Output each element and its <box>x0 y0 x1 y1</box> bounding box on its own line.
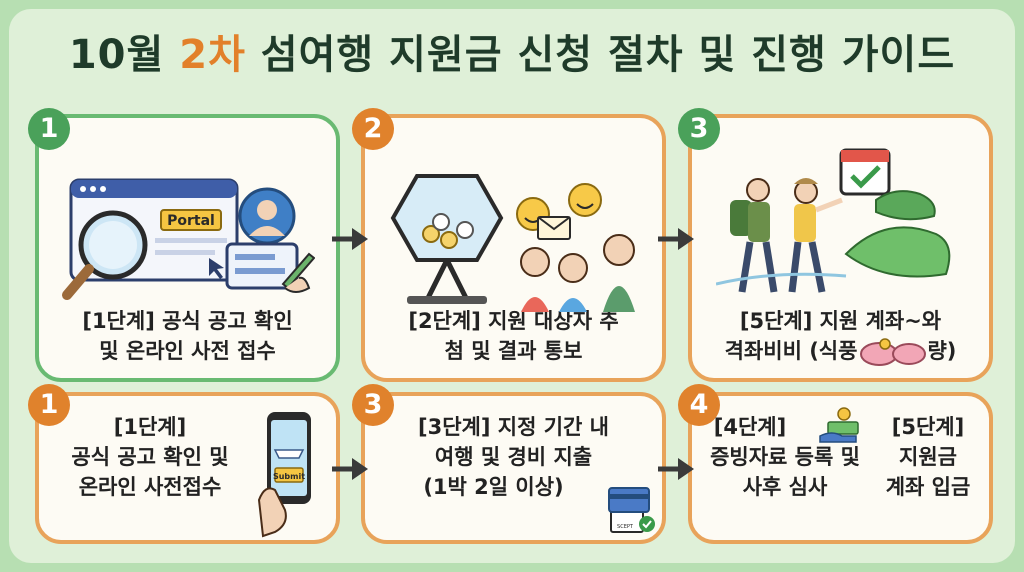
caption-line-2-text: 격좌비비 (식풍 <box>724 339 858 363</box>
svg-text:SCEPT: SCEPT <box>617 524 634 530</box>
step-badge: 1 <box>28 108 70 150</box>
money-hand-icon <box>818 406 862 446</box>
arrow-right-icon <box>330 226 370 252</box>
envelope-icon <box>537 216 571 240</box>
step-card-top-2: [2단계] 지원 대상자 추 첨 및 결과 통보 <box>361 114 666 382</box>
caption-line-1: [3단계] 지정 기간 내 <box>418 415 609 439</box>
step-badge: 4 <box>678 384 720 426</box>
hikers-icon <box>722 172 852 302</box>
title-suffix: 섬여행 지원금 신청 절차 및 진행 가이드 <box>245 32 956 78</box>
step-badge: 3 <box>352 384 394 426</box>
step-caption: [5단계] 지원 계좌~와 격좌비비 (식풍 량) <box>692 306 989 366</box>
caption-line-1: [5단계] <box>891 415 965 439</box>
caption-line-3: (1박 2일 이상) <box>423 475 564 499</box>
caption-line-2: 지원금 <box>899 445 957 469</box>
step-card-top-3: [5단계] 지원 계좌~와 격좌비비 (식풍 량) <box>688 114 993 382</box>
step-card-bottom-2: [3단계] 지정 기간 내 여행 및 경비 지출 (1박 2일 이상) SCEP… <box>361 392 666 544</box>
caption-line-1: [1단계] <box>113 415 187 439</box>
title-prefix: 10월 <box>68 32 180 78</box>
page-title: 10월 2차 섬여행 지원금 신청 절차 및 진행 가이드 <box>0 22 1024 80</box>
calendar-check-icon <box>838 144 892 198</box>
caption-line-1: [1단계] 공식 공고 확인 <box>82 309 293 333</box>
caption-line-3: 온라인 사전접수 <box>78 475 222 499</box>
svg-text:Submit: Submit <box>273 472 305 481</box>
caption-line-1: [4단계] <box>713 415 787 439</box>
family-icon <box>513 232 653 312</box>
caption-line-3: 계좌 입금 <box>885 475 971 499</box>
step-caption-left: [4단계] 증빙자료 등록 및 사후 심사 <box>696 412 874 502</box>
caption-line-2: 격좌비비 (식풍 량) <box>692 336 989 366</box>
caption-line-2-tail: 량) <box>927 339 957 363</box>
step-badge: 3 <box>678 108 720 150</box>
step-badge: 1 <box>28 384 70 426</box>
arrow-right-icon <box>330 456 370 482</box>
arrow-right-icon <box>656 456 696 482</box>
caption-line-1: [5단계] 지원 계좌~와 <box>739 309 942 333</box>
island-icon <box>716 184 986 294</box>
caption-line-1: [2단계] 지원 대상자 추 <box>408 309 619 333</box>
caption-line-2: 첨 및 결과 통보 <box>444 339 583 363</box>
credit-card-icon: SCEPT <box>607 486 657 536</box>
step-caption: [1단계] 공식 공고 확인 및 온라인 사전접수 <box>45 412 255 502</box>
caption-line-2: 여행 및 경비 지출 <box>434 445 593 469</box>
user-avatar-icon <box>237 186 297 246</box>
step-caption: [3단계] 지정 기간 내 여행 및 경비 지출 (1박 2일 이상) <box>365 412 662 502</box>
lottery-drum-icon <box>387 168 507 308</box>
step-caption-right: [5단계] 지원금 계좌 입금 <box>870 412 986 502</box>
smartphone-icon: Submit <box>257 410 323 538</box>
pen-hand-icon <box>225 240 315 300</box>
step-card-top-1: [1단계] 공식 공고 확인 및 온라인 사전 접수 Portal <box>35 114 340 382</box>
magnifier-icon <box>61 203 151 303</box>
caption-line-2: 및 온라인 사전 접수 <box>99 339 276 363</box>
caption-line-2: 공식 공고 확인 및 <box>71 445 229 469</box>
step-caption: [1단계] 공식 공고 확인 및 온라인 사전 접수 <box>39 306 336 366</box>
step-badge: 2 <box>352 108 394 150</box>
caption-line-2: 증빙자료 등록 및 <box>710 445 860 469</box>
step-card-bottom-3: [4단계] 증빙자료 등록 및 사후 심사 [5단계] 지원금 계좌 입금 <box>688 392 993 544</box>
svg-text:Portal: Portal <box>167 213 215 229</box>
caption-line-3: 사후 심사 <box>742 475 828 499</box>
arrow-right-icon <box>656 226 696 252</box>
step-caption: [2단계] 지원 대상자 추 첨 및 결과 통보 <box>365 306 662 366</box>
piggy-bank-icon <box>857 338 927 366</box>
title-highlight: 2차 <box>179 32 246 78</box>
step-card-bottom-1: [1단계] 공식 공고 확인 및 온라인 사전접수 Submit <box>35 392 340 544</box>
